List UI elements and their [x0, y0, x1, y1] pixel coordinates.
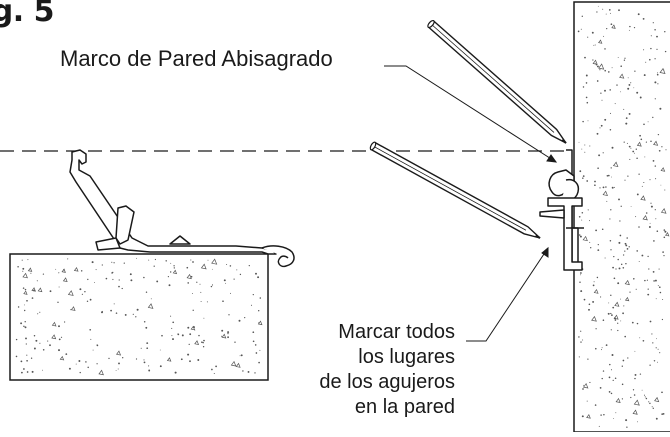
wall-frame-profile: [539, 149, 584, 271]
left-concrete-block: [9, 253, 269, 381]
leader-lines: [384, 65, 558, 342]
callout-line-4: en la pared: [354, 396, 455, 418]
leader-arrow-top: [546, 154, 558, 163]
callout-line-3: de los agujeros: [319, 371, 455, 393]
callout-line-2: los lugares: [358, 346, 455, 368]
leader-mark-holes: [466, 247, 549, 342]
pencils-group: [369, 19, 567, 239]
left-frame-profile: [69, 149, 295, 268]
pencil-upper: [427, 19, 567, 144]
callout-hinged-wall-frame: Marco de Pared Abisagrado: [60, 46, 333, 71]
figure-title: ig. 5: [0, 0, 54, 29]
right-concrete-texture: [577, 5, 670, 428]
callout-line-1: Marcar todos: [338, 321, 455, 343]
leader-arrow-bottom: [541, 246, 549, 258]
callout-mark-hole-locations: Marcar todos los lugares de los agujeros…: [319, 320, 455, 420]
left-concrete-texture: [15, 257, 263, 376]
leader-hinged-frame: [384, 65, 557, 163]
pencil-lower: [369, 141, 541, 239]
right-concrete-wall: [573, 1, 670, 433]
